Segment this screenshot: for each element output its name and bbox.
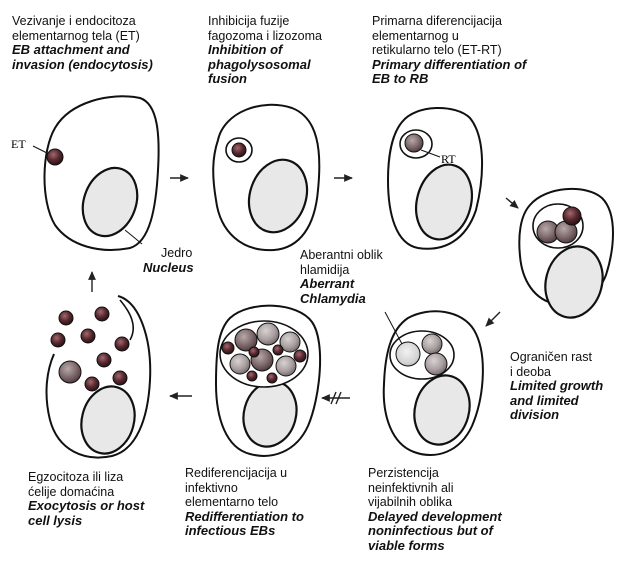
cell-3-differentiation: RT [388,108,482,249]
stage-5-local-2: neinfektivnih ali [368,481,548,496]
rt-marker: RT [441,152,456,166]
cell-7-eb-3 [51,333,65,347]
cell-1-attachment: ET [11,96,159,250]
arrow-3-to-4 [506,198,518,208]
cell-7-nucleus [74,380,142,459]
stage-6-en-1: Redifferentiation to [185,510,365,525]
cell-6-rb-6 [276,356,296,376]
cell-1-eb [47,149,63,165]
stage-4-label: Ograničen rast i deoba Limited growth an… [510,350,622,423]
aberrant-en-1: Aberrant [300,277,383,292]
cell-7-eb-1 [59,311,73,325]
cell-7-membrane-inner [120,300,133,340]
stage-2-en-3: fusion [208,72,368,87]
stage-5-en-1: Delayed development [368,510,548,525]
stage-5-en-2: noninfectious but of [368,524,548,539]
cell-7-eb-8 [113,371,127,385]
cell-7-eb-6 [97,353,111,367]
nucleus-label: Jedro Nucleus [143,246,194,275]
stage-4-en-1: Limited growth [510,379,622,394]
stage-5-label: Perzistencija neinfektivnih ali vijabiln… [368,466,548,553]
cell-4-limited-growth [519,189,613,324]
stage-2-local-1: Inhibicija fuzije [208,14,368,29]
cell-7-eb-7 [85,377,99,391]
arrow-4-to-5 [486,312,500,326]
nucleus-en: Nucleus [143,261,194,276]
cell-7-eb-4 [81,329,95,343]
cell-6-rb-4 [230,354,250,374]
stage-4-en-3: division [510,408,622,423]
aberrant-local-2: hlamidija [300,263,383,278]
cell-2-inhibition [213,105,319,250]
aberrant-label: Aberantni oblik hlamidija Aberrant Chlam… [300,248,383,306]
aberrant-local-1: Aberantni oblik [300,248,383,263]
stage-6-local-1: Rediferencijacija u [185,466,365,481]
stage-2-local-2: fagozoma i lizozoma [208,29,368,44]
nucleus-local: Jedro [143,246,194,261]
cell-6-rb-2 [257,323,279,345]
cell-7-rb-1 [59,361,81,383]
cell-6-eb-6 [267,373,277,383]
stage-4-en-2: and limited [510,394,622,409]
cell-7-eb-2 [95,307,109,321]
stage-1-local-1: Vezivanje i endocitoza [12,14,202,29]
stage-2-label: Inhibicija fuzije fagozoma i lizozoma In… [208,14,368,87]
cell-6-eb-1 [222,342,234,354]
stage-3-local-2: elementarnog u [372,29,622,44]
aberrant-en-2: Chlamydia [300,292,383,307]
stage-5-local-1: Perzistencija [368,466,548,481]
stage-6-en-2: infectious EBs [185,524,365,539]
stage-6-label: Rediferencijacija u infektivno elementar… [185,466,365,539]
stage-7-label: Egzocitoza ili liza ćelije domaćina Exoc… [28,470,188,528]
stage-5-en-3: viable forms [368,539,548,554]
cell-5-aberrant-1 [396,342,420,366]
cell-3-rb [405,134,423,152]
et-marker: ET [11,137,26,151]
stage-7-en-1: Exocytosis or host [28,499,188,514]
stage-2-en-2: phagolysosomal [208,58,368,73]
stage-7-en-2: cell lysis [28,514,188,529]
cell-6-eb-2 [249,347,259,357]
stage-3-en-2: EB to RB [372,72,622,87]
stage-7-local-2: ćelije domaćina [28,485,188,500]
stage-2-en-1: Inhibition of [208,43,368,58]
cell-7-eb-5 [115,337,129,351]
cell-6-redifferentiation [216,306,320,456]
cell-4-rb-3 [563,207,581,225]
stage-1-local-2: elementarnog tela (ET) [12,29,202,44]
stage-6-local-3: elementarno telo [185,495,365,510]
stage-6-local-2: infektivno [185,481,365,496]
cell-6-eb-3 [273,345,283,355]
stage-4-local-1: Ograničen rast [510,350,622,365]
stage-1-en-2: invasion (endocytosis) [12,58,202,73]
stage-4-local-2: i deoba [510,365,622,380]
cell-5-persistence [384,311,483,455]
stage-1-label: Vezivanje i endocitoza elementarnog tela… [12,14,202,72]
cell-5-aberrant-2 [422,334,442,354]
stage-3-local-3: retikularno telo (ET-RT) [372,43,622,58]
stage-3-local-1: Primarna diferencijacija [372,14,622,29]
cell-5-aberrant-3 [425,353,447,375]
cell-7-exocytosis [47,296,151,460]
stage-3-label: Primarna diferencijacija elementarnog u … [372,14,622,87]
cell-6-eb-4 [294,350,306,362]
stage-7-local-1: Egzocitoza ili liza [28,470,188,485]
stage-3-en-1: Primary differentiation of [372,58,622,73]
stage-5-local-3: vijabilnih oblika [368,495,548,510]
stage-1-en-1: EB attachment and [12,43,202,58]
cell-2-eb [232,143,246,157]
cell-6-eb-5 [247,371,257,381]
